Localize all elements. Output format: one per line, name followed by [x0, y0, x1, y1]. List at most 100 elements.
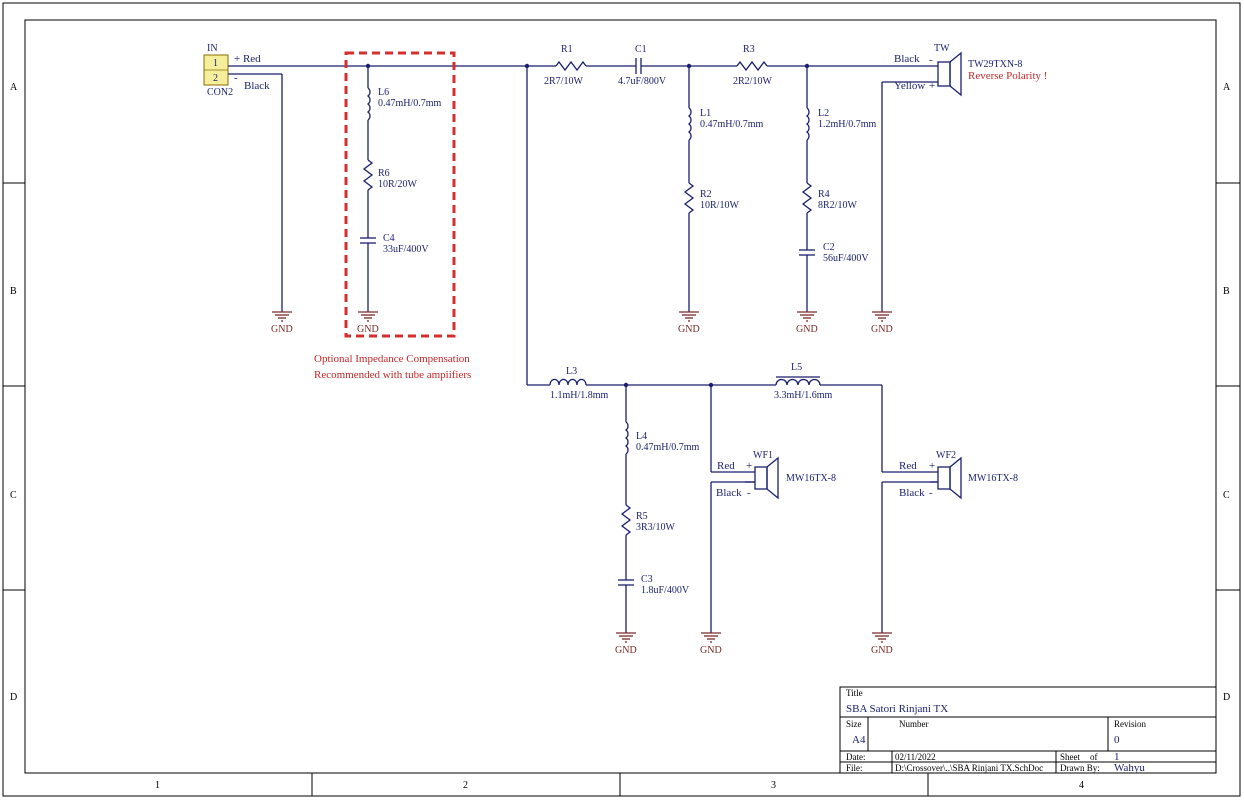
optional-note-line1: Optional Impedance Compensation	[314, 353, 470, 365]
gnd-tweeter-symbol: GND	[871, 311, 893, 335]
gnd-zobel-label: GND	[357, 324, 379, 335]
connector-pin-2: 2	[213, 73, 218, 84]
c1-value: 4.7uF/800V	[618, 76, 667, 87]
connector-type: CON2	[207, 87, 233, 98]
zone-col-3: 3	[771, 780, 776, 791]
main-wires	[228, 63, 556, 386]
l6-name: L6	[378, 87, 389, 98]
drawn-by-value: Wahyu	[1114, 762, 1145, 774]
optional-note-line2: Recommended with tube ampiifiers	[314, 369, 471, 381]
tweeter-model: TW29TXN-8	[968, 59, 1022, 70]
woofer2-speaker: WF2 Red + Black - MW16TX-8	[899, 450, 1018, 500]
revision-label: Revision	[1114, 719, 1147, 729]
input-connector: IN 1 2 CON2 + Red - Black	[203, 43, 270, 98]
zone-row-c-right: C	[1223, 490, 1230, 501]
date-value: 02/11/2022	[895, 752, 936, 762]
gnd-l1-r2-label: GND	[678, 324, 700, 335]
r2-name: R2	[700, 189, 712, 200]
gnd-l2-r4-c2-symbol: GND	[796, 311, 818, 335]
woofer1-plus-net: Red	[717, 460, 735, 472]
gnd-woofer1-label: GND	[700, 645, 722, 656]
size-label: Size	[846, 719, 862, 729]
c3-name: C3	[641, 574, 653, 585]
woofer1-minus-net: Black	[716, 487, 742, 499]
inductor-l3	[549, 378, 587, 386]
woofer1-minus-sign: -	[747, 487, 751, 499]
r5-name: R5	[636, 511, 648, 522]
resistor-r4	[801, 182, 813, 214]
woofer2-plus-net: Red	[899, 460, 917, 472]
l2-name: L2	[818, 108, 829, 119]
sheet-value: 1	[1114, 751, 1120, 763]
r5-value: 3R3/10W	[636, 522, 675, 533]
gnd-woofer2-symbol: GND	[871, 632, 893, 656]
c4-value: 33uF/400V	[383, 244, 429, 255]
zone-row-d-right: D	[1223, 692, 1230, 703]
c2-value: 56uF/400V	[823, 253, 869, 264]
woofer2-plus-sign: +	[929, 460, 935, 472]
zone-col-1: 1	[155, 780, 160, 791]
title-block: Title SBA Satori Rinjani TX Size A4 Numb…	[839, 686, 1217, 774]
tweeter-top-net: Black	[894, 53, 920, 65]
tweeter-speaker: TW Black - Yellow + TW29TXN-8 Reverse Po…	[881, 43, 1047, 312]
inductor-l6	[366, 87, 371, 121]
gnd-l2-r4-c2-label: GND	[796, 324, 818, 335]
gnd-l4-r5-c3-symbol: GND	[615, 632, 637, 656]
zone-row-a-left: A	[10, 82, 18, 93]
woofer1-magnet	[754, 466, 768, 490]
gnd-tweeter-label: GND	[871, 324, 893, 335]
woofer2-cone	[949, 456, 962, 500]
zone-col-2: 2	[463, 780, 468, 791]
zone-ticks	[3, 182, 1240, 796]
file-label: File:	[846, 763, 863, 773]
woofer1-model: MW16TX-8	[786, 473, 836, 484]
l5-value: 3.3mH/1.6mm	[774, 390, 833, 401]
tweeter-top-sign: -	[929, 54, 933, 66]
connector-minus-sign: -	[234, 72, 238, 84]
ground-symbols: GND GND GND GND GND GND GND GND	[271, 311, 893, 656]
optional-section-box	[344, 51, 456, 338]
connector-pin-1: 1	[213, 58, 218, 69]
zone-labels: A B C D A B C D 1 2 3 4	[10, 82, 1231, 791]
gnd-l1-r2-symbol: GND	[678, 311, 700, 335]
c2-name: C2	[823, 242, 835, 253]
gnd-l4-r5-c3-label: GND	[615, 645, 637, 656]
sheet-label: Sheet	[1060, 752, 1080, 762]
tweeter-cone	[949, 51, 962, 97]
woofer1-cone	[766, 456, 779, 500]
r3-name: R3	[743, 44, 755, 55]
c4-name: C4	[383, 233, 395, 244]
resistor-r3	[736, 60, 768, 72]
r4-value: 8R2/10W	[818, 200, 857, 211]
tweeter-designator: TW	[934, 43, 950, 54]
woofer2-magnet	[937, 466, 951, 490]
gnd-woofer2-label: GND	[871, 645, 893, 656]
tweeter-bottom-sign: +	[929, 80, 935, 92]
r2-value: 10R/10W	[700, 200, 739, 211]
gnd-connector-symbol: GND	[271, 311, 293, 335]
sheet-of-label: of	[1090, 752, 1098, 762]
c3-value: 1.8uF/400V	[641, 585, 690, 596]
zone-row-d-left: D	[10, 692, 17, 703]
r4-name: R4	[818, 189, 830, 200]
woofer1-speaker: WF1 Red + Black - MW16TX-8	[716, 450, 836, 500]
zone-row-a-right: A	[1223, 82, 1231, 93]
title-label: Title	[846, 688, 863, 698]
resistor-r6	[362, 159, 374, 191]
drawn-by-label: Drawn By:	[1060, 763, 1100, 773]
revision-value: 0	[1114, 734, 1120, 746]
inductor-l4	[624, 421, 629, 455]
l6-value: 0.47mH/0.7mm	[378, 98, 442, 109]
tweeter-filter: R1 2R7/10W C1 4.7uF/800V R3 2R2/10W L1 0…	[544, 44, 938, 312]
zone-row-c-left: C	[10, 490, 17, 501]
woofer1-plus-sign: +	[746, 460, 752, 472]
resistor-r2	[683, 182, 695, 214]
r1-value: 2R7/10W	[544, 76, 583, 87]
l1-name: L1	[700, 108, 711, 119]
tweeter-magnet	[937, 61, 951, 87]
r3-value: 2R2/10W	[733, 76, 772, 87]
woofer2-minus-sign: -	[929, 487, 933, 499]
l3-name: L3	[566, 366, 577, 377]
resistor-r1	[555, 60, 587, 72]
